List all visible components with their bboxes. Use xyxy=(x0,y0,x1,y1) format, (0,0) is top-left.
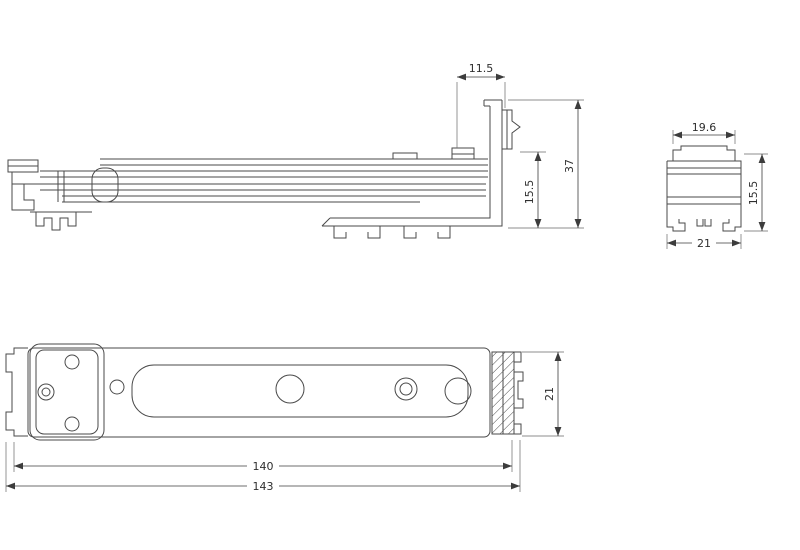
plan-left-tip xyxy=(5,347,28,437)
plan-left-plate-inner xyxy=(35,349,99,435)
dimension-side-overall-height: 37 xyxy=(508,99,584,229)
dimension-plan-body-width: 21 xyxy=(522,351,564,437)
side-bottom-clip-left xyxy=(328,225,386,239)
dimension-value-top-width: 19.6 xyxy=(692,121,717,134)
hole-right-inner xyxy=(399,382,413,396)
dimension-value-mounting-length: 140 xyxy=(253,460,274,473)
side-bottom-clip-right xyxy=(398,225,456,239)
dimension-value-overall-height: 37 xyxy=(563,159,576,173)
dimension-value-side-height: 15.5 xyxy=(747,181,760,206)
side-angle-flange xyxy=(321,99,503,227)
plan-left-plate xyxy=(29,343,105,441)
dimension-label-background xyxy=(247,459,279,473)
hole-left-center-inner xyxy=(41,387,51,397)
end-top-cap xyxy=(672,145,736,161)
side-left-snap-clip xyxy=(30,211,92,231)
side-top-tabs xyxy=(392,147,475,159)
side-flange-snap-hook xyxy=(502,109,521,150)
dimension-label-background xyxy=(692,236,716,249)
end-bottom-feet xyxy=(666,219,742,232)
dimension-value-clip-offset: 11.5 xyxy=(469,62,494,75)
plan-body-outline xyxy=(27,347,491,438)
end-body xyxy=(666,160,742,219)
plan-view xyxy=(5,343,524,441)
dimension-value-base-width: 21 xyxy=(697,237,711,250)
dimension-end-top-width: 19.6 xyxy=(672,121,736,144)
hole-right-outer xyxy=(394,377,418,401)
extension-lines xyxy=(508,99,584,229)
extension-lines xyxy=(456,82,506,148)
dimension-value-body-width: 21 xyxy=(543,387,556,401)
hole-left-center-outer xyxy=(37,383,55,401)
dimension-plan-mounting-length: 140 xyxy=(13,440,513,473)
dimension-end-side-height: 15.5 xyxy=(744,153,768,232)
hole-small xyxy=(109,379,125,395)
dimension-end-base-width: 21 xyxy=(666,234,742,250)
plan-center-slot xyxy=(131,364,469,418)
side-hinge-knuckle xyxy=(91,167,119,203)
plan-right-clips xyxy=(514,351,524,435)
side-left-end-details xyxy=(7,159,65,211)
dimension-value-flange-height: 15.5 xyxy=(523,180,536,205)
hole-end-pin xyxy=(444,377,472,405)
hole-bottom-left xyxy=(64,416,80,432)
dimension-side-flange-height: 15.5 xyxy=(520,151,546,228)
side-rails xyxy=(12,158,488,203)
dimension-label-background xyxy=(247,479,279,493)
hole-center-large xyxy=(275,374,305,404)
dimension-value-overall-length: 143 xyxy=(253,480,274,493)
hole-top-left xyxy=(64,354,80,370)
dimension-side-clip-offset: 11.5 xyxy=(456,62,506,148)
side-elevation-view xyxy=(7,99,521,239)
dimension-plan-overall-length: 143 xyxy=(5,440,521,493)
end-section-view xyxy=(666,145,742,232)
